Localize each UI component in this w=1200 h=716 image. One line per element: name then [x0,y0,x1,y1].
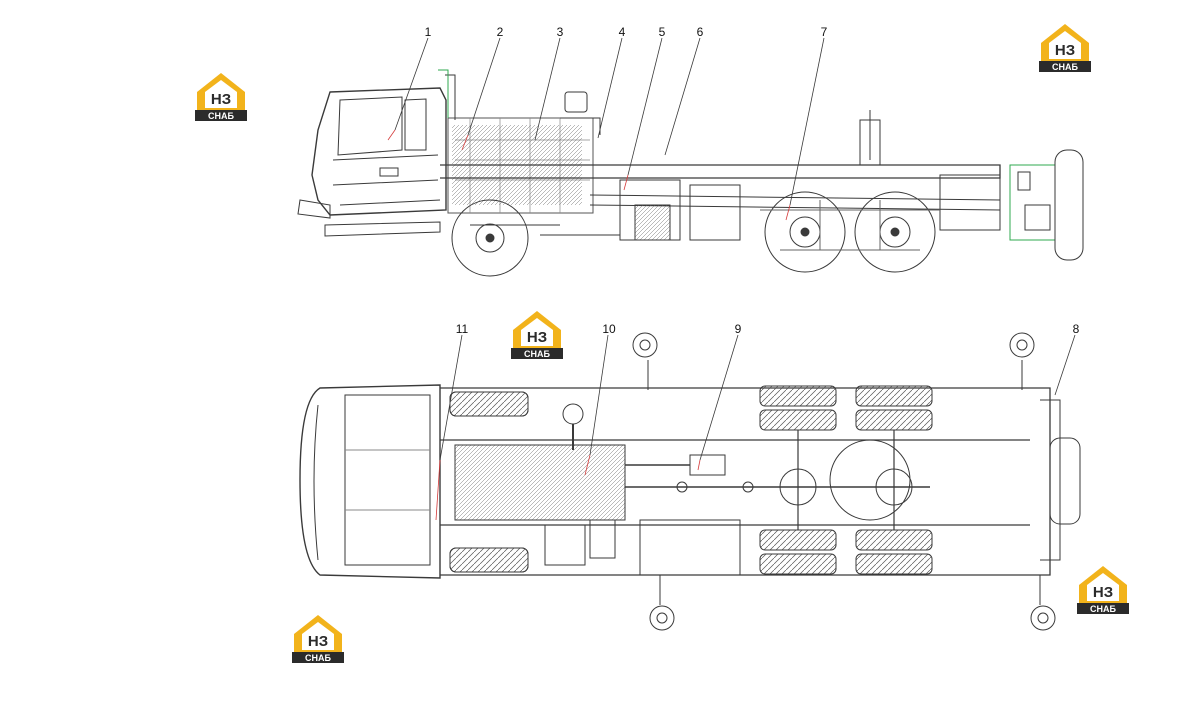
svg-text:СНАБ: СНАБ [524,349,550,359]
watermark-logo: НЗ СНАБ [1037,21,1093,73]
svg-text:НЗ: НЗ [308,633,328,650]
callout-11: 11 [456,322,469,336]
cab-top [299,384,441,579]
callout-2: 2 [497,25,504,39]
side-view [297,69,1084,277]
svg-text:СНАБ: СНАБ [208,111,234,121]
callout-labels: 1 2 3 4 5 6 7 8 9 10 11 [425,25,1080,336]
callout-8: 8 [1073,322,1080,336]
rear-wheel-2-side [854,191,936,273]
watermark-logo: НЗ СНАБ [1075,563,1131,615]
svg-text:СНАБ: СНАБ [1052,62,1078,72]
callout-4: 4 [619,25,626,39]
callout-10: 10 [602,322,616,336]
svg-text:НЗ: НЗ [1093,584,1113,601]
engine-top [454,403,626,566]
svg-text:СНАБ: СНАБ [1090,604,1116,614]
front-wheel-side [451,199,529,277]
svg-text:НЗ: НЗ [1055,42,1075,59]
callout-9: 9 [735,322,742,336]
svg-text:НЗ: НЗ [527,329,547,346]
cab-side [297,87,447,237]
frame-side [440,110,1084,261]
top-view [299,332,1081,631]
watermark-logo: НЗ СНАБ [193,70,249,122]
svg-text:НЗ: НЗ [211,91,231,108]
callout-3: 3 [557,25,564,39]
frame-top [440,387,1081,576]
leader-lines [394,37,1076,461]
callout-1: 1 [425,25,432,39]
watermark-logo: НЗ СНАБ [509,308,565,360]
driveshaft-top [625,454,770,493]
svg-text:СНАБ: СНАБ [305,653,331,663]
leader-tips [387,129,791,521]
outriggers-top [632,332,1056,631]
engine-block-side [438,69,601,214]
callout-6: 6 [697,25,704,39]
watermark-logo: НЗ СНАБ [290,612,346,664]
callout-5: 5 [659,25,666,39]
rear-tires-top [759,385,933,575]
rear-wheel-1-side [764,191,846,273]
callout-7: 7 [821,25,828,39]
